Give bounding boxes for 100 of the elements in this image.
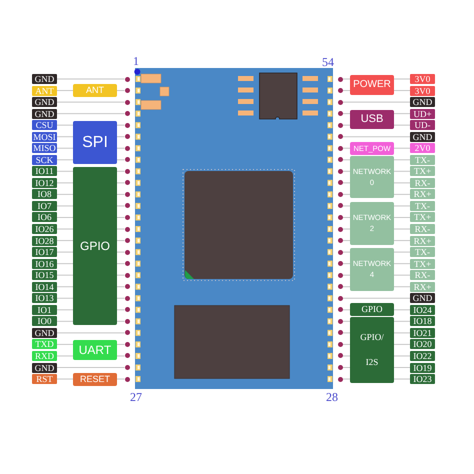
pin-label: IO6: [32, 212, 57, 222]
pin-dot: [124, 111, 130, 116]
connector-line: [56, 159, 74, 160]
pin-dot: [124, 296, 130, 301]
pin-label: RX-: [410, 224, 435, 234]
connector-line: [342, 102, 410, 103]
connector-line: [116, 320, 125, 322]
connector-line: [56, 78, 125, 80]
pin-dot: [338, 88, 342, 94]
pin-number: 1: [133, 55, 139, 68]
pin-label: GND: [410, 132, 435, 142]
pin-label: IO8: [32, 189, 57, 200]
pin-dot: [124, 272, 130, 278]
connector-line: [342, 148, 350, 149]
pin-label: IO15: [32, 270, 57, 280]
pin-label: TX-: [410, 247, 435, 258]
connector-line: [342, 113, 350, 114]
connector-line: [394, 309, 410, 310]
function-block: GPIO: [73, 167, 117, 326]
connector-line: [56, 113, 125, 114]
pin-label: TXD: [32, 339, 57, 350]
pin-label: TX-: [410, 154, 435, 165]
pin-label: IO7: [32, 200, 57, 211]
connector-line: [56, 309, 74, 310]
connector-line: [56, 182, 74, 184]
connector-line: [342, 332, 350, 334]
pin-dot: [338, 250, 342, 255]
connector-line: [116, 159, 125, 160]
pin-label: 2V0: [410, 143, 435, 154]
pin-label: IO19: [410, 362, 435, 372]
connector-line: [116, 355, 125, 356]
pin-dot: [338, 330, 342, 336]
connector-line: [116, 216, 125, 218]
connector-line: [394, 263, 410, 264]
pin-dot: [338, 157, 342, 162]
pin-dot: [124, 180, 130, 186]
connector-line: [116, 205, 125, 206]
pin-dot: [124, 353, 130, 358]
pin-dot: [124, 203, 130, 208]
connector-line: [116, 274, 125, 276]
pin-label: RX+: [410, 236, 435, 246]
pin-dot: [124, 134, 130, 140]
pin-number: 27: [130, 391, 142, 404]
connector-line: [394, 216, 410, 218]
connector-line: [394, 286, 410, 288]
pin-dot: [124, 146, 130, 151]
connector-line: [56, 252, 74, 253]
pin-label: IO20: [410, 339, 435, 350]
pin-label: GND: [410, 293, 435, 304]
connector-line: [56, 332, 125, 334]
connector-line: [342, 344, 350, 345]
connector-line: [56, 240, 74, 242]
pin-label: UD-: [410, 120, 435, 130]
pin-dot: [124, 122, 130, 128]
pin-dot: [338, 365, 342, 370]
connector-line: [342, 252, 350, 253]
pin-dot: [338, 192, 342, 197]
connector-line: [342, 298, 410, 299]
pin-dot: [338, 307, 342, 312]
connector-line: [116, 344, 125, 345]
function-block: ANT: [73, 84, 117, 98]
pin-dot: [124, 284, 130, 290]
connector-line: [56, 378, 74, 380]
connector-line: [394, 344, 410, 345]
function-block: GPIO/ I2S: [350, 317, 394, 384]
connector-line: [56, 344, 74, 345]
connector-line: [394, 332, 410, 334]
connector-line: [116, 252, 125, 253]
connector-line: [342, 240, 350, 242]
function-block: POWER: [350, 75, 394, 95]
connector-line: [56, 274, 74, 276]
pin-dot: [124, 168, 130, 174]
pin-label: IO1: [32, 304, 57, 315]
pin-dot: [338, 353, 342, 358]
connector-line: [56, 148, 74, 149]
connector-line: [56, 90, 74, 92]
connector-line: [394, 355, 410, 356]
pin-dot: [338, 100, 342, 105]
pin-dot: [338, 284, 342, 290]
pin-label: TX+: [410, 258, 435, 269]
pin-dot: [338, 214, 342, 220]
connector-line: [394, 228, 410, 230]
pin-label: IO11: [32, 166, 57, 176]
connector-line: [394, 320, 410, 322]
connector-line: [116, 182, 125, 184]
pin-label: SCK: [32, 154, 57, 165]
connector-line: [394, 194, 410, 195]
pin-dot: [338, 203, 342, 208]
pin-label: IO28: [32, 236, 57, 246]
pin-label: IO13: [32, 293, 57, 304]
pin-label: RX+: [410, 282, 435, 292]
connector-line: [116, 124, 125, 126]
connector-line: [116, 286, 125, 288]
pin-label: IO18: [410, 316, 435, 326]
connector-line: [394, 148, 410, 149]
connector-line: [342, 378, 350, 380]
pin-label: MISO: [32, 143, 57, 154]
pin-dot: [338, 342, 342, 347]
connector-line: [342, 78, 350, 80]
pin-dot: [338, 111, 342, 116]
